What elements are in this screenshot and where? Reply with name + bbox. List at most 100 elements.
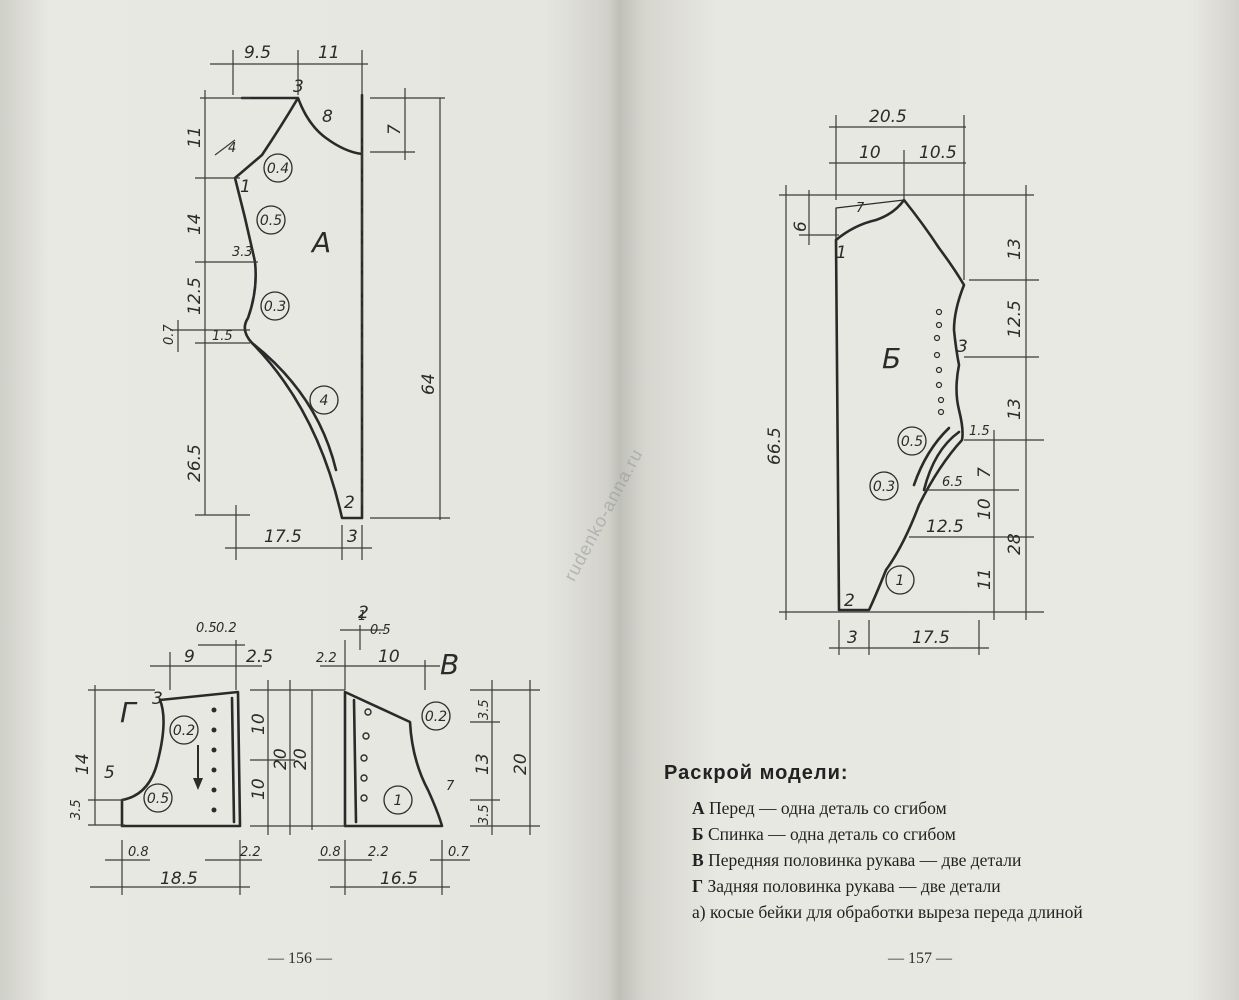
- circle-g-2: 0.5: [147, 791, 169, 807]
- dim-a-bottom-1: 17.5: [264, 527, 302, 547]
- dim-b-right-8: 28: [1005, 533, 1025, 555]
- circle-g-1: 0.2: [173, 723, 195, 739]
- pattern-b: 20.5 10 10.5 6 66.5 7 13 12.5 13 1.5 7 6…: [765, 107, 1044, 655]
- dim-b-right-2: 12.5: [1005, 300, 1025, 338]
- right-page-drawings: 20.5 10 10.5 6 66.5 7 13 12.5 13 1.5 7 6…: [765, 107, 1044, 655]
- pattern-v-letter: В: [440, 648, 459, 681]
- pattern-a-facing-line: [250, 341, 338, 472]
- dim-g-top-3: 9: [184, 647, 195, 667]
- dim-v-left-1: 20: [291, 748, 311, 770]
- pattern-g-outline: [120, 690, 242, 828]
- caption-title: Раскрой модели:: [664, 762, 849, 784]
- caption-item: Г Задняя половинка рукава — две детали: [664, 873, 1224, 899]
- pattern-b-top-edge: [835, 199, 905, 241]
- dim-v-right-1: 3.5: [477, 699, 492, 720]
- dim-b-left-1: 6: [791, 221, 811, 232]
- caption-item-text: Спинка — одна деталь со сгибом: [707, 824, 956, 844]
- pattern-v-inner-line: [352, 698, 358, 824]
- dim-g-mid-2: 20: [271, 748, 291, 770]
- pattern-g-letter: Г: [120, 696, 138, 729]
- dim-b-right-5: 7: [975, 467, 995, 478]
- point-a-1: 1: [240, 177, 251, 197]
- dim-b-right-10: 11: [975, 568, 995, 590]
- dim-a-small-2: 3.3: [232, 245, 253, 260]
- dim-a-left-1: 11: [185, 126, 205, 148]
- circle-a-1: 0.4: [267, 161, 289, 177]
- page-number-right: — 157 —: [888, 950, 952, 967]
- left-page-drawings: 9.5 11 11 14 12.5 26.5 4 3.3 1.5 0.7 7 6…: [69, 43, 540, 895]
- pattern-g-buttons: [211, 707, 217, 813]
- circle-b-1: 0.5: [901, 434, 923, 450]
- pattern-b-outline: [834, 198, 966, 612]
- dim-a-right-1: 7: [385, 124, 405, 135]
- dim-g-bottom-3: 18.5: [160, 869, 198, 889]
- point-g-3: 3: [152, 689, 163, 709]
- dim-b-top-1: 20.5: [869, 107, 907, 127]
- dim-b-right-9: 12.5: [926, 517, 964, 537]
- point-b-2: 2: [844, 591, 855, 611]
- dim-v-right-2: 13: [473, 753, 493, 775]
- caption-item-text: Передняя половинка рукава — две детали: [708, 850, 1022, 870]
- dim-a-right-2: 64: [419, 373, 439, 395]
- dim-v-right-5: 7: [446, 779, 455, 794]
- circle-b-2: 0.3: [873, 479, 895, 495]
- dim-v-bottom-2: 2.2: [368, 845, 389, 860]
- dim-g-mid-1: 10: [249, 713, 269, 735]
- pattern-v: 1 0.5 2.2 10 20 3.5 13 3.5 20 7 0.8 2.2 …: [291, 603, 540, 895]
- pattern-g: 0.5 0.2 9 2.5 14 3.5 5 10 20 10 0.8 2.2 …: [69, 621, 300, 895]
- dim-b-left-3: 7: [856, 201, 865, 216]
- dim-b-right-6: 6.5: [942, 475, 963, 490]
- dim-v-bottom-1: 0.8: [320, 845, 341, 860]
- dim-v-right-3: 3.5: [477, 804, 492, 825]
- dim-g-bottom-1: 0.8: [128, 845, 149, 860]
- pattern-b-dots: [933, 308, 945, 416]
- dim-b-bottom-2: 17.5: [912, 628, 950, 648]
- caption-item-text: а) косые бейки для обработки выреза пере…: [692, 902, 1083, 922]
- pattern-v-buttons: [360, 708, 372, 802]
- point-a-2: 2: [344, 493, 355, 513]
- left-page: 9.5 11 11 14 12.5 26.5 4 3.3 1.5 0.7 7 6…: [0, 0, 614, 1000]
- caption-item-letter: Б: [692, 824, 704, 844]
- dim-v-bottom-3: 0.7: [448, 845, 469, 860]
- dim-v-top-1: 1: [358, 609, 366, 624]
- caption-item: В Передняя половинка рукава — две детали: [664, 847, 1224, 873]
- circle-a-3: 0.3: [264, 299, 286, 315]
- dim-a-small-1: 4: [228, 141, 236, 156]
- point-v-2: 2: [358, 603, 369, 623]
- dim-b-right-1: 13: [1005, 238, 1025, 260]
- point-b-3: 3: [957, 337, 968, 357]
- dim-a-left-3: 12.5: [185, 277, 205, 315]
- pattern-b-facing-1: [922, 430, 961, 492]
- pattern-b-letter: Б: [882, 342, 901, 375]
- dim-b-bottom-1: 3: [847, 628, 858, 648]
- pattern-a: 9.5 11 11 14 12.5 26.5 4 3.3 1.5 0.7 7 6…: [162, 43, 450, 560]
- dim-g-left-3: 5: [104, 763, 115, 783]
- dim-a-bottom-2: 3: [347, 527, 358, 547]
- dim-a-small-4: 0.7: [162, 324, 177, 345]
- circle-a-4: 4: [320, 393, 329, 409]
- dim-b-left-2: 66.5: [765, 427, 785, 465]
- dim-b-top-2: 10: [859, 143, 881, 163]
- dim-g-left-1: 14: [73, 753, 93, 775]
- circle-v-1: 0.2: [425, 709, 447, 725]
- caption-item: А Перед — одна деталь со сгибом: [664, 795, 1224, 821]
- dim-v-top-3: 2.2: [316, 651, 337, 666]
- pattern-b-facing-2: [912, 426, 951, 487]
- dim-a-top-1: 9.5: [244, 43, 271, 63]
- dim-a-left-2: 14: [185, 213, 205, 235]
- dim-v-top-2: 0.5: [370, 623, 391, 638]
- circle-v-2: 1: [394, 793, 403, 809]
- right-page: 20.5 10 10.5 6 66.5 7 13 12.5 13 1.5 7 6…: [614, 0, 1239, 1000]
- point-a-3: 3: [293, 77, 304, 97]
- caption-item-letter: Г: [692, 876, 704, 896]
- caption-item: а) косые бейки для обработки выреза пере…: [664, 899, 1224, 925]
- point-b-1: 1: [836, 243, 847, 263]
- pattern-a-letter: А: [310, 226, 331, 259]
- caption-item-letter: А: [692, 798, 705, 818]
- dim-a-small-3: 1.5: [212, 329, 233, 344]
- circle-a-2: 0.5: [260, 213, 282, 229]
- dim-g-top-2: 0.2: [216, 621, 237, 636]
- dim-b-top-3: 10.5: [919, 143, 957, 163]
- caption-item: Б Спинка — одна деталь со сгибом: [664, 821, 1224, 847]
